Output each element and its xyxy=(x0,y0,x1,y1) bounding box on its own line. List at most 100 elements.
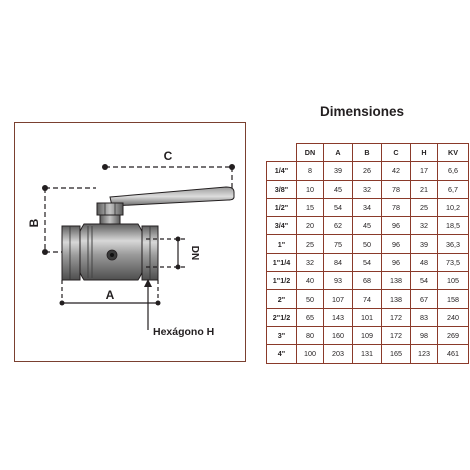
table-cell-size: 2" xyxy=(266,289,297,309)
dimension-b xyxy=(42,185,96,255)
table-cell: 80 xyxy=(296,325,324,346)
table-cell: 131 xyxy=(352,344,382,364)
table-header-b: B xyxy=(352,142,382,163)
table-cell: 17 xyxy=(410,161,438,181)
table-cell: 34 xyxy=(352,197,382,218)
table-cell: 105 xyxy=(437,271,469,291)
table-cell: 26 xyxy=(352,161,382,181)
hexagon-pointer xyxy=(144,279,152,330)
table-cell: 39 xyxy=(410,234,438,254)
table-cell-size: 3" xyxy=(266,325,297,346)
table-cell: 96 xyxy=(381,234,411,254)
table-cell: 461 xyxy=(437,344,469,364)
table-cell: 20 xyxy=(296,216,324,236)
table-cell: 100 xyxy=(296,344,324,364)
table-cell: 8 xyxy=(296,161,324,181)
table-cell: 45 xyxy=(323,179,353,199)
table-cell: 143 xyxy=(323,307,353,327)
table-cell: 83 xyxy=(410,307,438,327)
table-cell-size: 4" xyxy=(266,344,297,364)
table-cell: 10,2 xyxy=(437,197,469,218)
table-cell: 67 xyxy=(410,289,438,309)
label-b: B xyxy=(27,218,41,227)
table-cell: 10 xyxy=(296,179,324,199)
table-cell: 74 xyxy=(352,289,382,309)
table-cell: 160 xyxy=(323,325,353,346)
table-cell: 50 xyxy=(296,289,324,309)
table-cell: 75 xyxy=(323,234,353,254)
table-cell: 39 xyxy=(323,161,353,181)
dimension-a xyxy=(59,280,161,306)
dimensions-title: Dimensiones xyxy=(319,104,405,119)
table-cell-size: 3/4" xyxy=(266,216,297,236)
table-cell-size: 1"1/4 xyxy=(266,252,297,273)
table-cell: 32 xyxy=(410,216,438,236)
table-cell: 98 xyxy=(410,325,438,346)
table-cell: 25 xyxy=(296,234,324,254)
table-header-dn: DN xyxy=(296,142,324,163)
table-cell: 138 xyxy=(381,271,411,291)
table-header-c: C xyxy=(381,142,411,163)
table-cell: 36,3 xyxy=(437,234,469,254)
table-cell-size: 1" xyxy=(266,234,297,254)
table-cell: 6,6 xyxy=(437,161,469,181)
label-c: C xyxy=(164,149,173,163)
table-cell: 6,7 xyxy=(437,179,469,199)
table-cell: 54 xyxy=(323,197,353,218)
table-cell: 32 xyxy=(352,179,382,199)
table-cell: 68 xyxy=(352,271,382,291)
table-cell: 165 xyxy=(381,344,411,364)
table-cell-size: 1/4" xyxy=(266,161,297,181)
label-dn: DN xyxy=(189,246,200,260)
table-cell: 172 xyxy=(381,325,411,346)
drawing-frame xyxy=(14,122,246,362)
table-cell: 158 xyxy=(437,289,469,309)
table-header-corner xyxy=(266,143,297,163)
table-cell-size: 1/2" xyxy=(266,197,297,218)
table-cell: 96 xyxy=(381,252,411,273)
table-cell: 15 xyxy=(296,197,324,218)
table-cell: 78 xyxy=(381,197,411,218)
table-cell: 25 xyxy=(410,197,438,218)
table-cell: 84 xyxy=(323,252,353,273)
table-header-h: H xyxy=(410,142,438,163)
table-cell: 78 xyxy=(381,179,411,199)
table-cell: 42 xyxy=(381,161,411,181)
table-cell: 96 xyxy=(381,216,411,236)
lever-handle xyxy=(109,186,235,207)
table-cell: 93 xyxy=(323,271,353,291)
table-cell: 269 xyxy=(437,325,469,346)
table-cell: 138 xyxy=(381,289,411,309)
table-cell-size: 2"1/2 xyxy=(266,307,297,327)
table-cell: 48 xyxy=(410,252,438,273)
table-cell-size: 1"1/2 xyxy=(266,271,297,291)
table-cell-size: 3/8" xyxy=(266,179,297,199)
table-cell: 32 xyxy=(296,252,324,273)
table-cell: 21 xyxy=(410,179,438,199)
table-cell: 40 xyxy=(296,271,324,291)
valve-body xyxy=(61,223,159,281)
table-cell: 50 xyxy=(352,234,382,254)
table-cell: 240 xyxy=(437,307,469,327)
table-cell: 54 xyxy=(352,252,382,273)
table-cell: 172 xyxy=(381,307,411,327)
table-cell: 62 xyxy=(323,216,353,236)
table-cell: 18,5 xyxy=(437,216,469,236)
table-cell: 65 xyxy=(296,307,324,327)
table-cell: 54 xyxy=(410,271,438,291)
table-cell: 45 xyxy=(352,216,382,236)
table-cell: 107 xyxy=(323,289,353,309)
table-cell: 109 xyxy=(352,325,382,346)
